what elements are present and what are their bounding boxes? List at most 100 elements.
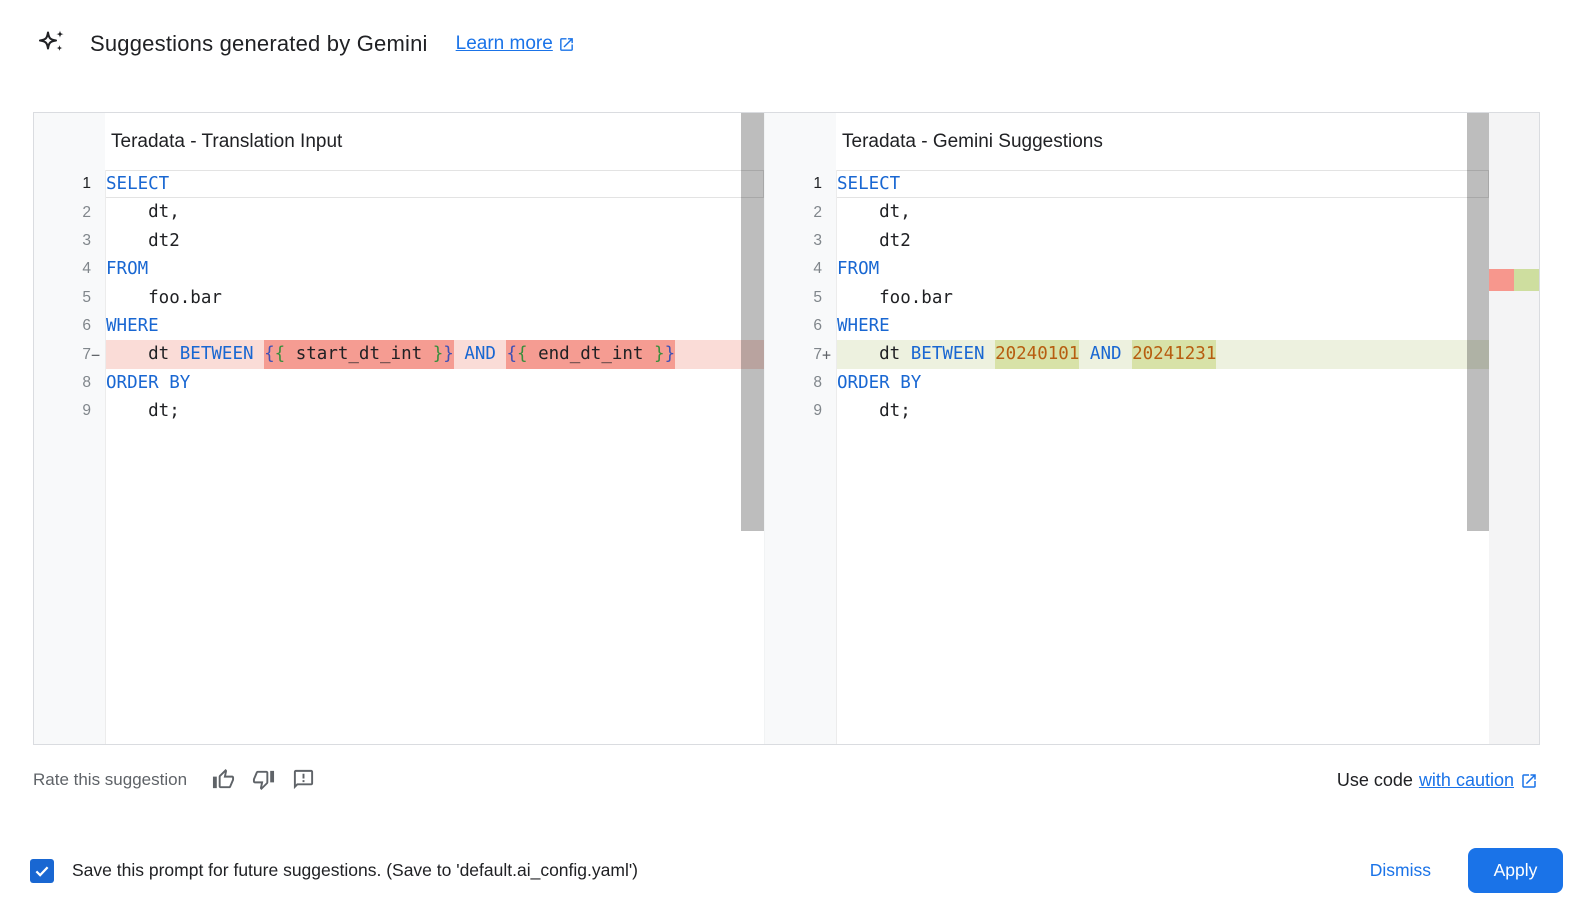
- dialog-header: Suggestions generated by Gemini Learn mo…: [36, 28, 575, 60]
- code-content[interactable]: WHERE: [836, 311, 1489, 341]
- code-content[interactable]: FROM: [105, 255, 764, 284]
- line-gutter: 6: [34, 311, 105, 341]
- line-number: 6: [82, 317, 91, 335]
- line-number: 9: [813, 402, 822, 420]
- code-content[interactable]: SELECT: [105, 170, 764, 199]
- external-link-icon: [559, 37, 573, 51]
- line-number: 7: [813, 345, 822, 363]
- code-line[interactable]: 3 dt2: [765, 226, 1489, 256]
- code-token: [985, 340, 996, 368]
- apply-button[interactable]: Apply: [1468, 848, 1563, 893]
- line-number: 4: [813, 260, 822, 278]
- code-content[interactable]: dt,: [105, 198, 764, 227]
- code-token: {: [274, 344, 286, 365]
- editor-empty-area: [765, 425, 1489, 744]
- line-gutter: 7+: [765, 340, 836, 369]
- code-line[interactable]: 7− dt BETWEEN {{ start_dt_int }} AND {{ …: [34, 340, 764, 369]
- code-line[interactable]: 2 dt,: [34, 198, 764, 227]
- code-content[interactable]: foo.bar: [105, 283, 764, 312]
- code-token: [496, 340, 507, 368]
- right-editor-scrollbar[interactable]: [1467, 113, 1489, 744]
- code-token: SELECT: [106, 174, 170, 194]
- save-prompt-checkbox[interactable]: [30, 858, 54, 883]
- code-token: 20240101: [995, 344, 1080, 365]
- bottom-action-bar: Save this prompt for future suggestions.…: [0, 848, 1574, 893]
- line-gutter: 6: [765, 311, 836, 341]
- code-content[interactable]: dt;: [836, 397, 1489, 426]
- code-content[interactable]: dt,: [836, 198, 1489, 227]
- code-content[interactable]: WHERE: [105, 311, 764, 341]
- left-editor-scrollbar[interactable]: [741, 113, 764, 744]
- code-content[interactable]: SELECT: [836, 170, 1489, 199]
- code-content[interactable]: foo.bar: [836, 283, 1489, 312]
- line-gutter: 2: [34, 198, 105, 227]
- thumbs-down-icon[interactable]: [252, 768, 275, 791]
- code-token: foo.bar: [106, 287, 222, 308]
- thumbs-up-icon[interactable]: [212, 768, 235, 791]
- editor-header: Teradata - Translation Input: [34, 113, 764, 170]
- line-number: 2: [813, 203, 822, 221]
- code-line[interactable]: 4 FROM: [765, 255, 1489, 284]
- code-line[interactable]: 9 dt;: [765, 397, 1489, 426]
- code-token: }: [664, 344, 676, 365]
- with-caution-link[interactable]: with caution: [1418, 770, 1514, 790]
- diff-word-highlight: 20241231: [1132, 340, 1217, 369]
- code-content[interactable]: dt BETWEEN 20240101 AND 20241231: [836, 340, 1489, 369]
- code-line[interactable]: 7+ dt BETWEEN 20240101 AND 20241231: [765, 340, 1489, 369]
- gutter-header-spacer: [765, 113, 836, 170]
- diff-removed-marker: −: [91, 345, 101, 364]
- code-token: BETWEEN: [910, 344, 985, 365]
- code-token: WHERE: [106, 315, 159, 336]
- code-line[interactable]: 9 dt;: [34, 397, 764, 426]
- code-token: dt;: [837, 401, 911, 422]
- ruler-removed-mark[interactable]: [1489, 269, 1514, 291]
- ruler-added-mark[interactable]: [1514, 269, 1539, 291]
- line-gutter: 2: [765, 198, 836, 227]
- code-line[interactable]: 3 dt2: [34, 226, 764, 256]
- code-line[interactable]: 5 foo.bar: [34, 283, 764, 312]
- code-filler: [836, 425, 1489, 744]
- code-token: [1079, 340, 1090, 368]
- code-token: ORDER BY: [837, 372, 922, 393]
- code-content[interactable]: dt;: [105, 397, 764, 426]
- save-prompt-label: Save this prompt for future suggestions.…: [72, 860, 638, 880]
- code-line[interactable]: 8 ORDER BY: [765, 368, 1489, 398]
- code-content[interactable]: ORDER BY: [105, 368, 764, 398]
- feedback-icon[interactable]: [292, 768, 315, 791]
- external-link-icon: [1522, 773, 1536, 788]
- line-number: 7: [82, 345, 91, 363]
- line-gutter: 5: [765, 283, 836, 312]
- line-number: 8: [82, 373, 91, 391]
- line-gutter: 3: [34, 226, 105, 256]
- code-token: {: [506, 344, 518, 365]
- right-scrollbar-thumb[interactable]: [1467, 113, 1489, 531]
- line-number: 8: [813, 373, 822, 391]
- code-token: AND: [464, 344, 496, 365]
- dismiss-button[interactable]: Dismiss: [1366, 852, 1435, 889]
- code-content[interactable]: ORDER BY: [836, 368, 1489, 398]
- code-token: foo.bar: [837, 287, 953, 308]
- rate-suggestion-row: Rate this suggestion: [33, 768, 315, 791]
- code-content[interactable]: dt2: [836, 226, 1489, 256]
- code-token: BETWEEN: [179, 344, 254, 365]
- learn-more-link[interactable]: Learn more: [456, 33, 575, 55]
- left-scrollbar-thumb[interactable]: [741, 113, 764, 531]
- code-content[interactable]: dt BETWEEN {{ start_dt_int }} AND {{ end…: [105, 340, 764, 369]
- code-line[interactable]: 6 WHERE: [34, 311, 764, 341]
- code-token: WHERE: [837, 315, 890, 336]
- code-line[interactable]: 2 dt,: [765, 198, 1489, 227]
- code-token: [254, 340, 265, 368]
- code-line[interactable]: 8 ORDER BY: [34, 368, 764, 398]
- line-gutter: 9: [34, 397, 105, 426]
- code-content[interactable]: FROM: [836, 255, 1489, 284]
- line-gutter: 8: [765, 368, 836, 398]
- code-content[interactable]: dt2: [105, 226, 764, 256]
- learn-more-label: Learn more: [455, 33, 553, 54]
- code-line[interactable]: 5 foo.bar: [765, 283, 1489, 312]
- code-token: dt: [106, 344, 180, 365]
